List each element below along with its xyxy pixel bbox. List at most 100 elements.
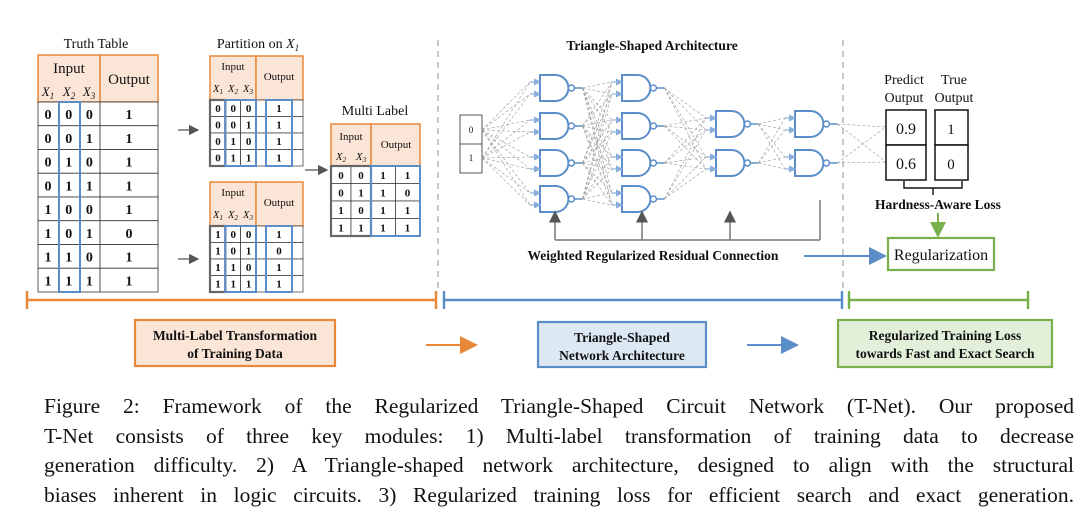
truth-cell: 1 — [45, 251, 52, 266]
loss-bracket — [903, 181, 963, 195]
ml-cell: 1 — [358, 188, 364, 200]
partition-cell: 0 — [231, 120, 237, 132]
truth-cell: 1 — [45, 227, 52, 242]
truth-cell: 0 — [45, 179, 52, 194]
architecture-title: Triangle-Shaped Architecture — [566, 38, 737, 53]
true-header-1: True — [941, 73, 967, 88]
truth-output-cell: 1 — [126, 156, 133, 171]
truth-output-cell: 1 — [126, 203, 133, 218]
figure-caption: Figure 2: Framework of the Regularized T… — [44, 392, 1074, 510]
nand-gate — [530, 74, 583, 102]
ml-cell: 0 — [338, 188, 344, 200]
partition-cell: 1 — [231, 279, 237, 291]
truth-cell: 0 — [65, 132, 72, 147]
truth-output-cell: 1 — [126, 179, 133, 194]
partition-output-cell: 1 — [276, 229, 282, 241]
ml-output-cell: 1 — [380, 188, 386, 200]
nand-gate — [612, 185, 665, 213]
truth-output-cell: 0 — [126, 227, 133, 242]
hardness-loss-label: Hardness-Aware Loss — [875, 197, 1001, 212]
true-header-2: Output — [935, 91, 974, 106]
partition-cell: 0 — [215, 120, 221, 132]
truth-table-title: Truth Table — [64, 37, 129, 52]
partition-cell: 1 — [246, 120, 252, 132]
nand-gate — [785, 149, 838, 177]
ml-var: X2 — [335, 151, 347, 164]
predict-value-2: 0.6 — [896, 156, 916, 173]
partition-cell: 1 — [231, 262, 237, 274]
truth-cell: 0 — [86, 251, 93, 266]
truth-input-header: Input — [53, 61, 85, 77]
ml-cell: 0 — [358, 170, 364, 182]
partition-output-cell: 1 — [276, 120, 282, 132]
partition-output-header: Output — [264, 197, 295, 209]
input-bit-0: 0 — [469, 125, 474, 135]
ml-output-cell: 1 — [405, 223, 411, 235]
ml-var: X3 — [355, 151, 367, 164]
partition-cell: 1 — [246, 153, 252, 165]
partition-var: X3 — [242, 210, 253, 222]
module-brackets — [25, 291, 1030, 309]
partition-title: Partition on X1 — [217, 37, 299, 53]
truth-cell: 1 — [45, 274, 52, 289]
truth-cell: 1 — [86, 274, 93, 289]
triangle-architecture: Triangle-Shaped Architecture 0 1 Weighte… — [459, 38, 887, 265]
module-box-2 — [536, 320, 708, 369]
truth-cell: 1 — [45, 203, 52, 218]
partition-var: X1 — [212, 210, 223, 222]
partition-cell: 0 — [246, 136, 252, 148]
partition-cell: 0 — [231, 246, 237, 258]
ml-input-header: Input — [339, 131, 362, 143]
multi-label-title: Multi Label — [342, 104, 409, 119]
ml-output-header: Output — [381, 139, 412, 151]
ml-output-cell: 1 — [405, 170, 411, 182]
truth-cell: 0 — [65, 108, 72, 123]
truth-cell: 1 — [86, 179, 93, 194]
partition-cell: 0 — [246, 229, 252, 241]
partition-var: X2 — [227, 210, 238, 222]
ml-output-cell: 1 — [380, 170, 386, 182]
nand-gate — [612, 74, 665, 102]
caption-line-1: Figure 2: Framework of the Regularized T… — [44, 394, 1074, 418]
truth-cell: 0 — [86, 108, 93, 123]
ml-cell: 1 — [358, 223, 364, 235]
truth-cell: 1 — [86, 132, 93, 147]
caption-line-4: biases inherent in logic circuits. 3) Re… — [44, 482, 1074, 507]
nand-gate — [612, 112, 665, 140]
module-box-1 — [133, 318, 337, 368]
partition-var: X2 — [227, 84, 238, 96]
loss-section: Predict Output True Output 0.9 0.6 1 0 H… — [875, 73, 1001, 272]
partition-output-cell: 1 — [276, 103, 282, 115]
truth-output-cell: 1 — [126, 251, 133, 266]
regularization-label: Regularization — [894, 247, 988, 264]
partition-output-cell: 1 — [276, 153, 282, 165]
partition-cell: 0 — [246, 103, 252, 115]
truth-cell: 1 — [65, 156, 72, 171]
partition-cell: 0 — [215, 153, 221, 165]
module-3-line2: towards Fast and Exact Search — [855, 346, 1034, 361]
nand-gate — [785, 110, 838, 138]
truth-cell: 0 — [45, 132, 52, 147]
caption-line-3: generation difficulty. 2) A Triangle-sha… — [44, 453, 1074, 477]
true-value-1: 1 — [947, 122, 955, 138]
true-value-2: 0 — [947, 157, 955, 173]
partition-input-header: Input — [221, 187, 244, 199]
partition-cell: 1 — [231, 136, 237, 148]
partition-cell: 0 — [215, 136, 221, 148]
partition-output-header: Output — [264, 71, 295, 83]
nand-gate — [612, 149, 665, 177]
network-wires — [481, 81, 887, 206]
partition-input-header: Input — [221, 61, 244, 73]
caption-line-2: T-Net consists of three key modules: 1) … — [44, 423, 1074, 448]
module-2-line1: Triangle-Shaped — [574, 330, 670, 345]
predict-value-1: 0.9 — [896, 121, 916, 138]
regularization-box — [886, 236, 996, 272]
ml-output-cell: 1 — [380, 223, 386, 235]
module-1-line2: of Training Data — [187, 346, 283, 361]
